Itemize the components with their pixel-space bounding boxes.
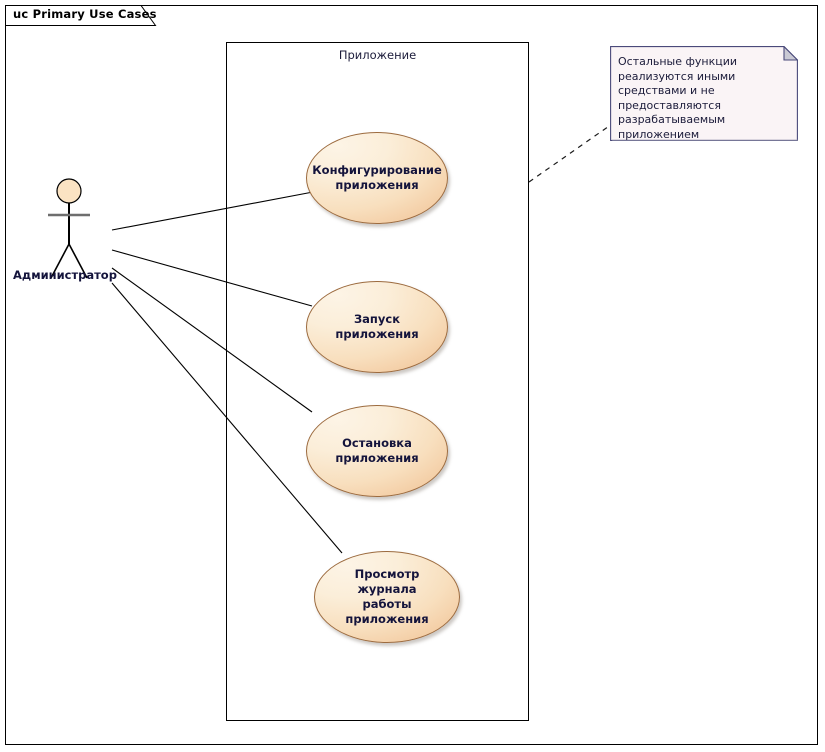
use-case-stop[interactable]: Остановка приложения <box>306 405 448 497</box>
note-box[interactable]: Остальные функции реализуются иными сред… <box>610 45 799 142</box>
note-text: Остальные функции реализуются иными сред… <box>618 55 738 141</box>
note-shape <box>610 45 799 142</box>
diagram-title: uc Primary Use Cases <box>13 7 157 21</box>
use-case-configure[interactable]: Конфигурирование приложения <box>306 132 448 224</box>
diagram-frame <box>5 5 818 745</box>
use-case-start[interactable]: Запуск приложения <box>306 281 448 373</box>
use-case-view-log-label: Просмотр журнала работы приложения <box>345 567 429 626</box>
use-case-configure-label: Конфигурирование приложения <box>312 163 442 192</box>
use-case-start-label: Запуск приложения <box>335 312 419 341</box>
actor-label: Администратор <box>13 268 117 282</box>
actor-administrator[interactable] <box>30 178 112 288</box>
use-case-view-log[interactable]: Просмотр журнала работы приложения <box>314 551 460 643</box>
actor-stick-figure-icon <box>48 178 90 279</box>
use-case-stop-label: Остановка приложения <box>335 436 419 465</box>
system-boundary-label: Приложение <box>338 48 417 62</box>
